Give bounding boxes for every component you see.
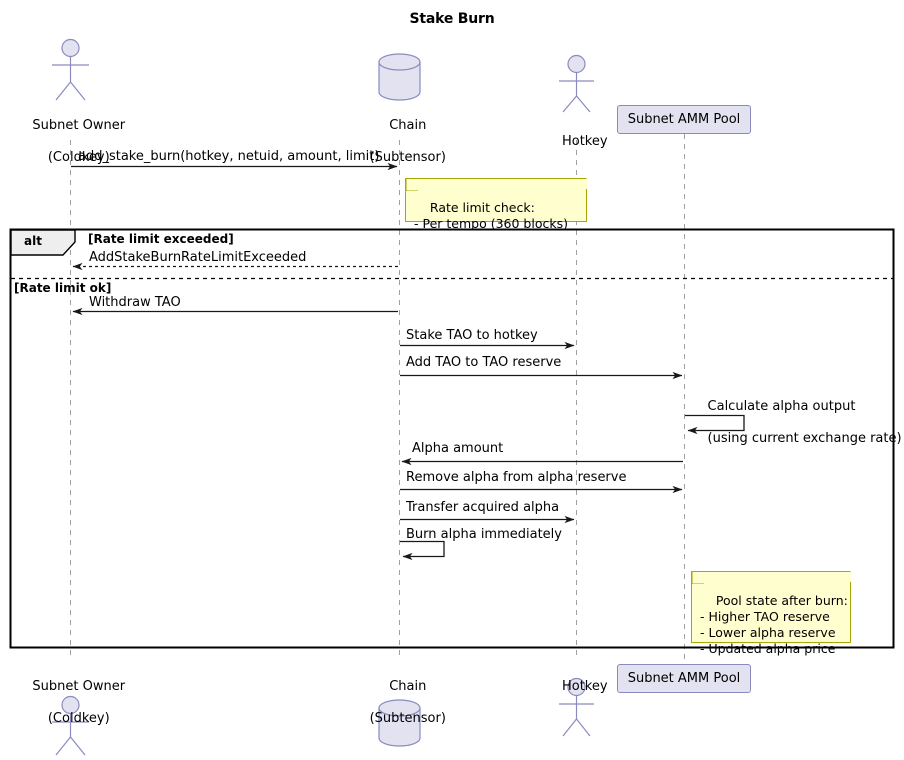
alt-fragment-frame <box>9 228 895 649</box>
actor-coldkey-top <box>52 38 89 101</box>
note-fold-corner-icon-2 <box>692 572 704 584</box>
participant-coldkey-line2: (Coldkey) <box>47 150 110 165</box>
message-label-stake-tao-to-hotkey: Stake TAO to hotkey <box>406 328 538 343</box>
message-label-add-tao-to-reserve: Add TAO to TAO reserve <box>406 355 562 370</box>
participant-label-coldkey-bottom: Subnet Owner (Coldkey) <box>0 663 141 743</box>
message-label-calculate-alpha-self: Calculate alpha output (using current ex… <box>691 383 902 463</box>
actor-hotkey-top <box>559 54 594 113</box>
note-rate-limit-check: Rate limit check: - Per tempo (360 block… <box>405 178 587 231</box>
arrow-calculate-alpha-self <box>685 414 745 435</box>
message-label-rate-limit-exceeded: AddStakeBurnRateLimitExceeded <box>89 250 307 265</box>
participant-box-pool-top[interactable]: Subnet AMM Pool <box>617 105 751 134</box>
note-pool-state-after-burn: Pool state after burn: - Higher TAO rese… <box>691 571 851 656</box>
database-chain-bottom <box>378 699 421 747</box>
participant-label-coldkey-top: Subnet Owner (Coldkey) <box>0 102 141 182</box>
participant-chain-line1-bottom: Chain <box>389 679 427 694</box>
message-label-remove-alpha-reserve: Remove alpha from alpha reserve <box>406 470 627 485</box>
participant-label-hotkey-top: Hotkey <box>526 118 627 166</box>
participant-chain-line2: (Subtensor) <box>369 150 446 165</box>
participant-coldkey-line2-bottom: (Coldkey) <box>47 711 110 726</box>
actor-hotkey-bottom <box>559 677 594 737</box>
message-label-burn-alpha-self: Burn alpha immediately <box>406 527 562 542</box>
participant-coldkey-line1-bottom: Subnet Owner <box>32 679 126 694</box>
message-label-transfer-acquired-alpha: Transfer acquired alpha <box>406 500 560 515</box>
participant-chain-line1: Chain <box>389 118 427 133</box>
message-label-alpha-amount: Alpha amount <box>412 441 504 456</box>
note-fold-corner-icon <box>406 179 418 191</box>
message-label-withdraw-tao: Withdraw TAO <box>89 295 181 310</box>
calculate-alpha-line2: (using current exchange rate) <box>707 431 902 446</box>
participant-box-pool-bottom[interactable]: Subnet AMM Pool <box>617 664 751 693</box>
arrow-burn-alpha-self <box>400 540 445 561</box>
participant-hotkey-line1-bottom: Hotkey <box>561 679 608 694</box>
alt-guard-1: [Rate limit exceeded] <box>88 232 234 246</box>
alt-guard-2: [Rate limit ok] <box>14 281 112 295</box>
participant-pool-label-top: Subnet AMM Pool <box>627 112 741 127</box>
database-chain-top <box>378 53 421 101</box>
message-arrows <box>71 162 745 561</box>
participant-chain-line2-bottom: (Subtensor) <box>369 711 446 726</box>
participant-label-chain-bottom: Chain (Subtensor) <box>329 663 470 743</box>
calculate-alpha-line1: Calculate alpha output <box>707 399 856 414</box>
actor-coldkey-bottom <box>52 695 89 756</box>
page-title: Stake Burn <box>409 11 495 27</box>
participant-hotkey-line1: Hotkey <box>561 134 608 149</box>
participant-label-chain-top: Chain (Subtensor) <box>329 102 470 182</box>
message-label-add-stake-burn: add_stake_burn(hotkey, netuid, amount, l… <box>78 149 380 164</box>
note-pool-state-text: Pool state after burn: - Higher TAO rese… <box>700 593 848 656</box>
participant-pool-label-bottom: Subnet AMM Pool <box>627 671 741 686</box>
participant-coldkey-line1: Subnet Owner <box>32 118 126 133</box>
lifelines <box>70 134 685 660</box>
alt-operator-label: alt <box>24 234 42 248</box>
participant-label-hotkey-bottom: Hotkey <box>526 663 627 711</box>
note-rate-limit-text: Rate limit check: - Per tempo (360 block… <box>414 200 568 231</box>
